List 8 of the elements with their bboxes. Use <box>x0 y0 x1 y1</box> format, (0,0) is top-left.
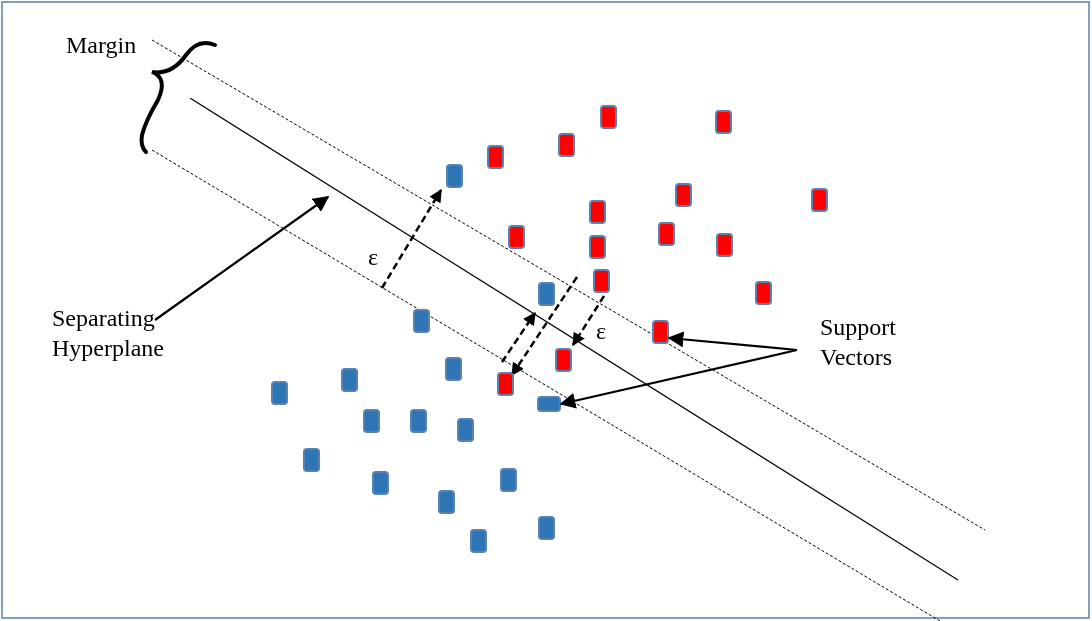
leader-arrow <box>154 196 330 321</box>
epsilon-label: ε <box>368 243 379 272</box>
line-label: Support Vectors <box>820 312 930 372</box>
epsilon-label: ε <box>596 317 607 346</box>
leader-arrow <box>559 348 798 409</box>
line-label: Separating Hyperplane <box>52 303 202 363</box>
hyperplane-line <box>190 98 960 582</box>
margin-label: Margin <box>66 31 137 60</box>
